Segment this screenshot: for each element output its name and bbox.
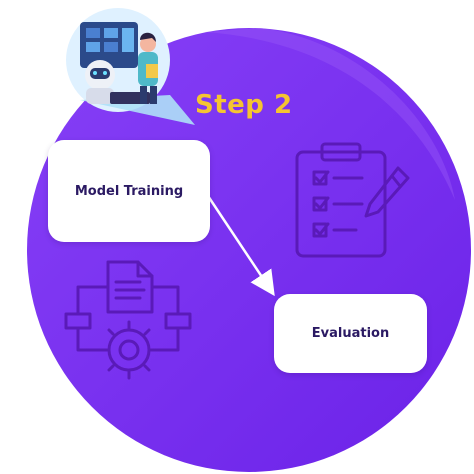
clipboard-checklist-icon [295, 142, 410, 258]
model-training-card: Model Training [48, 140, 210, 242]
connector-arrow [206, 195, 275, 297]
model-training-label: Model Training [74, 183, 184, 199]
evaluation-card: Evaluation [274, 294, 427, 373]
circle-highlight [205, 28, 455, 200]
step-label: Step 2 [195, 90, 293, 120]
evaluation-label: Evaluation [311, 326, 390, 341]
document-gear-workflow-icon [64, 260, 192, 380]
ai-robot-illustration-icon [66, 8, 195, 125]
